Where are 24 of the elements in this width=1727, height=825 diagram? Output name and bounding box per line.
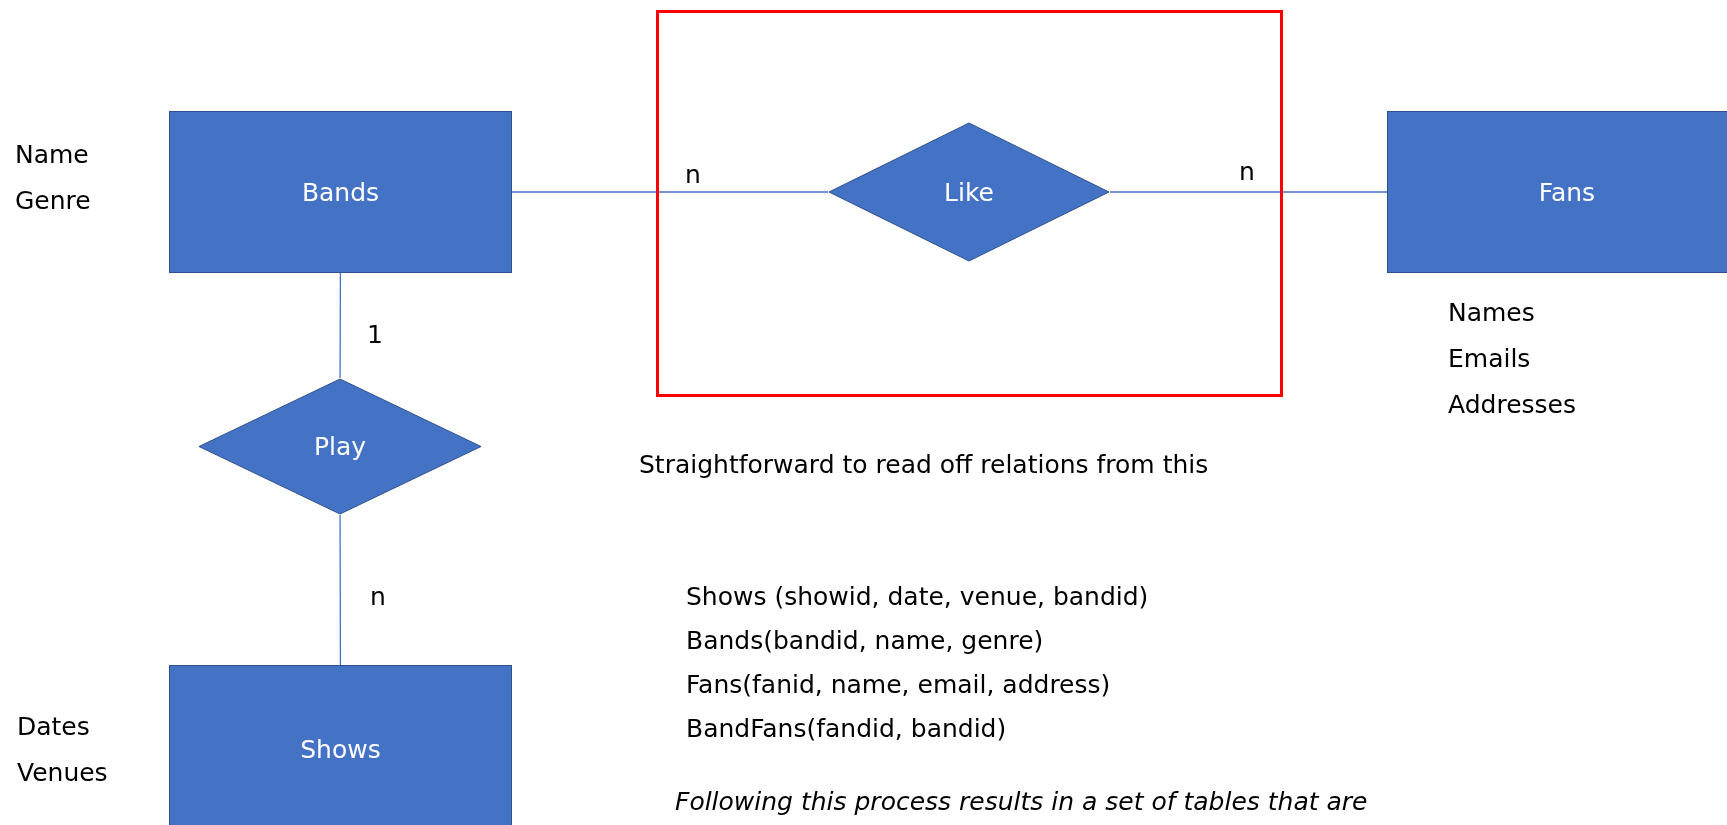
attribute-list: Name Genre: [15, 132, 145, 224]
text-label: Straightforward to read off relations from this: [639, 450, 1209, 479]
entity-name: Bands: [301, 177, 380, 207]
relationship-diamond: [828, 122, 1110, 262]
text-label: Fans(fanid, name, email, address): [686, 670, 1111, 699]
connector-line: [339, 514, 342, 666]
text-label: Shows (showid, date, venue, bandid): [686, 582, 1149, 611]
entity-name: Fans: [1538, 177, 1596, 207]
highlight-frame: [656, 10, 1283, 397]
text-label: Bands(bandid, name, genre): [686, 626, 1044, 655]
text-label: BandFans(fandid, bandid): [686, 714, 1007, 743]
note-text: Following this process results in a set of tables that are: [675, 787, 1368, 816]
relationship-diamond: [198, 378, 482, 515]
connector-line: [339, 272, 342, 379]
entity-box: [169, 111, 512, 273]
entity-box: [1387, 111, 1727, 273]
entity-name: Play: [313, 432, 367, 461]
connector-line: [1109, 191, 1388, 193]
connector-line: [511, 191, 829, 193]
entity-name: Shows: [300, 734, 381, 764]
entity-name: Like: [944, 177, 994, 207]
attribute-list: Dates Venues: [17, 704, 157, 796]
attribute-list: Names Emails Addresses: [1448, 290, 1598, 428]
entity-box: [169, 665, 512, 825]
